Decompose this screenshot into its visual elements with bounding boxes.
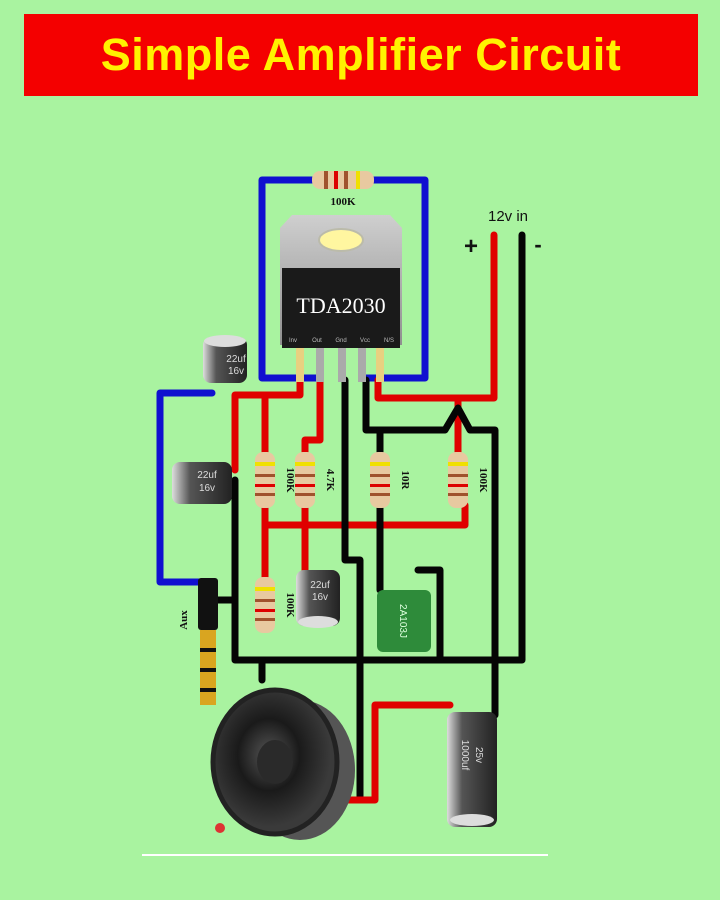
input-capacitor: 22uf 16v — [203, 335, 247, 383]
ic-pin-label: Inv — [289, 338, 297, 344]
ic-pin-label: N/S — [384, 338, 394, 344]
capacitor-label: 22uf — [226, 354, 246, 365]
resistor-label: 100K — [284, 592, 296, 618]
capacitor-label: 2A103J — [397, 604, 408, 638]
resistor-label: 100K — [477, 467, 489, 493]
tda2030-ic: TDA2030 Inv Out Gnd Vcc N/S — [280, 215, 402, 382]
ic-pin-label: Out — [312, 338, 322, 344]
capacitor-label: 22uf — [197, 470, 217, 481]
aux-label: Aux — [178, 610, 190, 630]
ic-pin-label: Gnd — [335, 338, 346, 344]
output-capacitor: 1000uf 25v — [447, 712, 497, 827]
capacitor-label: 22uf — [310, 580, 330, 591]
middle-capacitor: 22uf 16v — [296, 570, 340, 628]
feedback-resistor-label: 100K — [330, 196, 356, 208]
resistor-label: 4.7K — [324, 469, 336, 492]
capacitor-label: 16v — [199, 483, 215, 494]
resistor-100k-b: 100K — [448, 452, 489, 508]
resistor-10r: 10R — [370, 452, 411, 508]
capacitor-label: 16v — [312, 592, 328, 603]
capacitor-label: 16v — [228, 366, 244, 377]
resistor-label: 100K — [284, 467, 296, 493]
page-title: Simple Amplifier Circuit — [100, 29, 622, 80]
wires — [156, 176, 526, 804]
capacitor-label: 25v — [473, 747, 484, 763]
speaker — [210, 687, 355, 840]
resistor-4-7k: 4.7K — [295, 452, 336, 508]
ic-label: TDA2030 — [296, 293, 385, 318]
capacitor-label: 1000uf — [459, 740, 470, 771]
resistor-label: 10R — [399, 471, 411, 491]
power-minus-label: - — [534, 232, 541, 257]
ic-pin-label: Vcc — [360, 338, 370, 344]
feedback-resistor: 100K — [312, 171, 374, 208]
left-capacitor: 22uf 16v — [172, 462, 232, 504]
resistor-100k-a: 100K — [255, 452, 296, 508]
film-capacitor: 2A103J — [377, 590, 431, 652]
resistor-100k-c: 100K — [255, 577, 296, 633]
title-banner: Simple Amplifier Circuit — [24, 14, 698, 96]
power-label: 12v in — [488, 208, 528, 225]
aux-jack: Aux — [178, 578, 218, 705]
power-plus-label: + — [464, 233, 478, 260]
